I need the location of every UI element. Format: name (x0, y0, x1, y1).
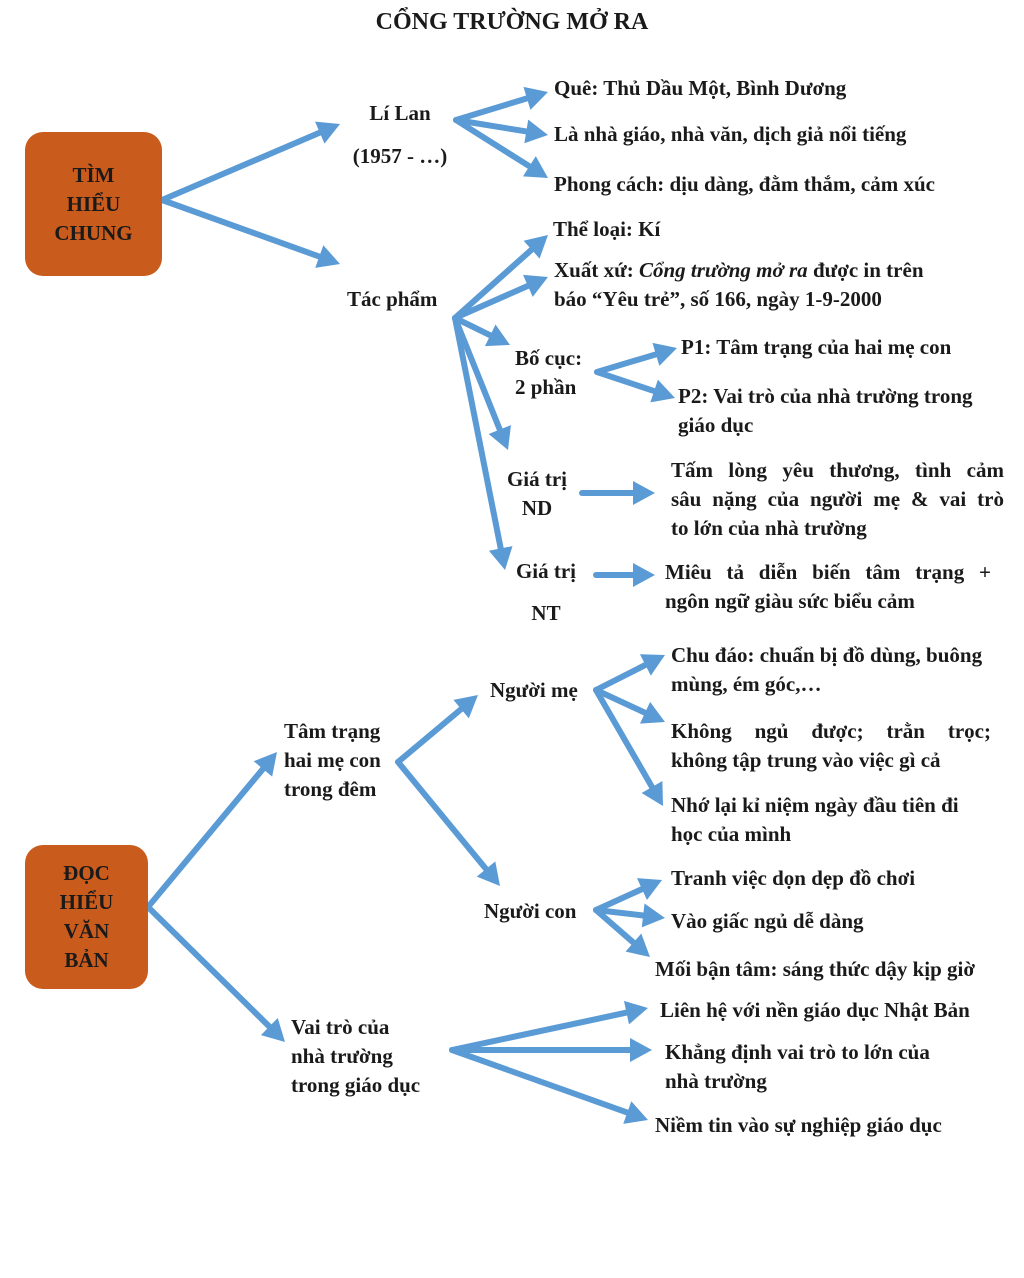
arrow-to-child-1 (593, 878, 662, 913)
arrow-to-feelings (145, 752, 277, 910)
arrow-to-content-value (452, 315, 511, 450)
arrow-to-genre (452, 235, 548, 321)
work-origin: Xuất xứ: Cổng trường mở ra được in trên … (554, 258, 924, 311)
arrow-to-mother-3 (593, 687, 663, 806)
school-role-item-3: Niềm tin vào sự nghiệp giáo dục (655, 1113, 942, 1137)
author-style: Phong cách: dịu dàng, đằm thắm, cảm xúc (554, 172, 935, 196)
child-item-1: Tranh việc dọn dẹp đồ chơi (671, 866, 916, 890)
mother-node: Người mẹ (490, 678, 578, 702)
content-value-text: Tấm lòng yêu thương, tình cảm sâu nặng c… (671, 458, 1004, 540)
feelings-node: Tâm trạng hai mẹ con trong đêm (284, 719, 381, 801)
author-node: Lí Lan (1957 - …) (340, 92, 460, 178)
child-item-3: Mối bận tâm: sáng thức dậy kịp giờ (655, 957, 976, 981)
school-role-node: Vai trò của nhà trường trong giáo dục (291, 1015, 421, 1097)
arrow-to-author (159, 121, 340, 203)
author-profession: Là nhà giáo, nhà văn, dịch giả nổi tiếng (554, 122, 907, 146)
arrow-to-child-2 (593, 903, 665, 928)
structure-part-1: P1: Tâm trạng của hai mẹ con (681, 335, 952, 359)
child-node: Người con (484, 899, 577, 923)
work-genre: Thể loại: Kí (553, 217, 661, 241)
school-role-item-2: Khẳng định vai trò to lớn của nhà trường (665, 1040, 930, 1093)
arrow-to-school-role (145, 904, 285, 1042)
arrow-to-school-1 (449, 1000, 648, 1053)
author-years: (1957 - …) (352, 144, 448, 168)
art-value-node: Giá trị NT (515, 559, 577, 625)
arrow-to-part-1 (594, 342, 677, 375)
arrow-to-art-value (452, 315, 513, 570)
art-value-text: Miêu tả diễn biến tâm trạng + ngôn ngữ g… (665, 560, 991, 613)
arrow-to-part-2 (594, 369, 675, 403)
arrow-to-child-3 (593, 907, 650, 957)
arrow-to-school-3 (449, 1047, 648, 1124)
arrow-to-mother (395, 695, 478, 765)
arrow-to-mother-1 (593, 654, 665, 693)
arrow-to-style (453, 117, 548, 178)
content-value-node: Giá trị ND (506, 467, 568, 520)
page-title: CỔNG TRƯỜNG MỞ RA (375, 9, 649, 35)
structure-part-2: P2: Vai trò của nhà trường trong giáo dụ… (678, 384, 973, 437)
arrow-to-mother-2 (593, 687, 665, 724)
arrow-to-school-2 (449, 1038, 652, 1062)
author-hometown: Quê: Thủ Dầu Một, Bình Dương (554, 76, 847, 100)
mother-item-2: Không ngủ được; trằn trọc; không tập tru… (671, 719, 991, 772)
mother-item-3: Nhớ lại kỉ niệm ngày đầu tiên đi học của… (671, 793, 959, 846)
arrow-to-structure (452, 315, 510, 347)
arrow-to-hometown (453, 86, 548, 123)
tim-hieu-chung-box: TÌM HIỂU CHUNG (25, 132, 162, 276)
arrow-to-origin (452, 274, 548, 321)
structure-node: Bố cục: 2 phần (515, 346, 583, 399)
doc-hieu-van-ban-box: ĐỌC HIỂU VĂN BẢN (25, 845, 148, 989)
mother-item-1: Chu đáo: chuẩn bị đồ dùng, buông mùng, é… (671, 643, 983, 696)
author-name: Lí Lan (369, 101, 431, 125)
arrow-to-profession (453, 117, 548, 144)
arrow-to-work (159, 197, 340, 268)
school-role-item-1: Liên hệ với nền giáo dục Nhật Bản (660, 998, 970, 1022)
arrow-to-art-text (593, 563, 655, 587)
arrow-to-child (395, 759, 500, 886)
arrow-to-content-text (579, 481, 655, 505)
work-node: Tác phẩm (347, 287, 438, 311)
child-item-2: Vào giấc ngủ dễ dàng (671, 909, 864, 933)
